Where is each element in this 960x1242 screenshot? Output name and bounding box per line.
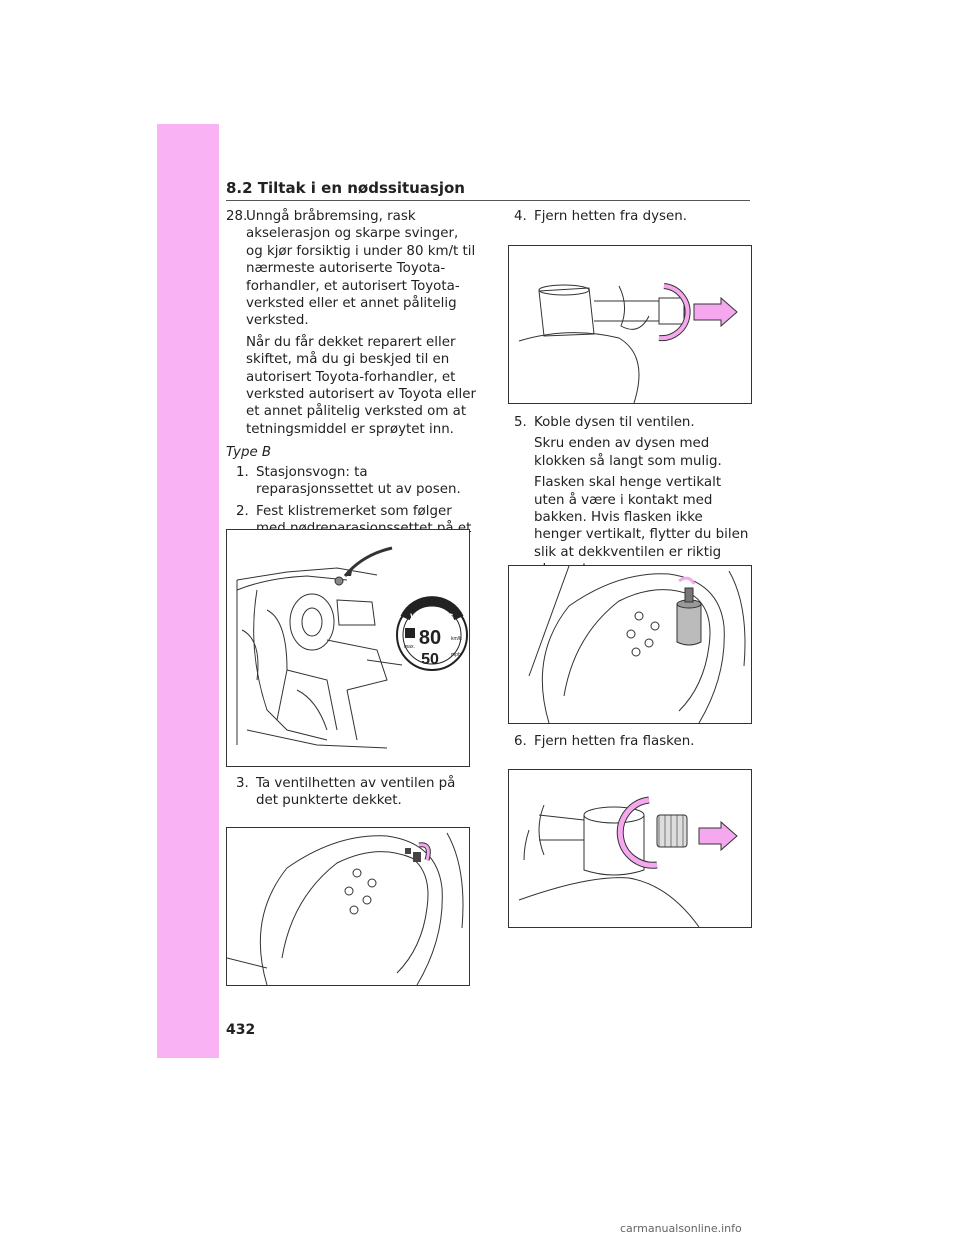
section-header: 8.2 Tiltak i en nødssituasjon xyxy=(226,178,750,201)
step-28: 28. Unngå bråbremsing, rask akselerasjon… xyxy=(226,209,476,329)
interior-illustration: WARNING 80 50 km/h mph max. xyxy=(236,546,468,749)
tire-valve-illustration xyxy=(227,832,464,985)
step-1: 1. Stasjonsvogn: ta reparasjonssettet ut… xyxy=(236,464,461,498)
sticker-unit-2: mph xyxy=(451,652,461,658)
left-column-lower: 3. Ta ventilhetten av ventilen på det pu… xyxy=(236,775,476,814)
nozzle-illustration xyxy=(518,283,738,403)
bottle-on-valve-illustration xyxy=(528,566,746,723)
chapter-tab xyxy=(157,124,219,1058)
figure-nozzle-cap xyxy=(508,245,752,404)
step-5-note-2: Flasken skal henge vertikalt uten å være… xyxy=(534,475,749,577)
section-title: 8.2 Tiltak i en nødssituasjon xyxy=(226,179,465,197)
figure-interior-sticker: WARNING 80 50 km/h mph max. xyxy=(226,529,470,767)
right-column-lower: 6. Fjern hetten fra flasken. xyxy=(514,733,754,754)
figure-bottle-on-valve xyxy=(508,565,752,724)
figure-valve-cap xyxy=(226,827,470,986)
type-label: Type B xyxy=(226,445,272,461)
step-4: 4. Fjern hetten fra dysen. xyxy=(514,209,687,224)
sticker-max: max. xyxy=(404,644,415,650)
step-5-note-1: Skru enden av dysen med klokken så langt… xyxy=(534,436,722,469)
step-3: 3. Ta ventilhetten av ventilen på det pu… xyxy=(236,776,456,809)
warning-sticker: WARNING 80 50 km/h mph max. xyxy=(396,596,468,671)
bottle-cap-illustration xyxy=(518,796,738,927)
step-5: 5. Koble dysen til ventilen. xyxy=(514,415,695,430)
step-28-note: Når du får dekket reparert eller skiftet… xyxy=(246,334,476,437)
sticker-title: WARNING xyxy=(410,612,454,622)
sticker-unit-1: km/h xyxy=(451,636,462,642)
sticker-speed-2: 50 xyxy=(421,651,439,668)
figure-bottle-cap xyxy=(508,769,752,928)
right-column-middle: 5. Koble dysen til ventilen. Skru enden … xyxy=(514,414,754,583)
left-column: 28. Unngå bråbremsing, rask akselerasjon… xyxy=(226,208,476,576)
footer-watermark: carmanualsonline.info xyxy=(620,1222,742,1235)
step-6: 6. Fjern hetten fra flasken. xyxy=(514,734,695,749)
page-number: 432 xyxy=(226,1022,256,1038)
right-column-top: 4. Fjern hetten fra dysen. xyxy=(514,208,754,229)
sticker-speed-1: 80 xyxy=(419,627,441,649)
